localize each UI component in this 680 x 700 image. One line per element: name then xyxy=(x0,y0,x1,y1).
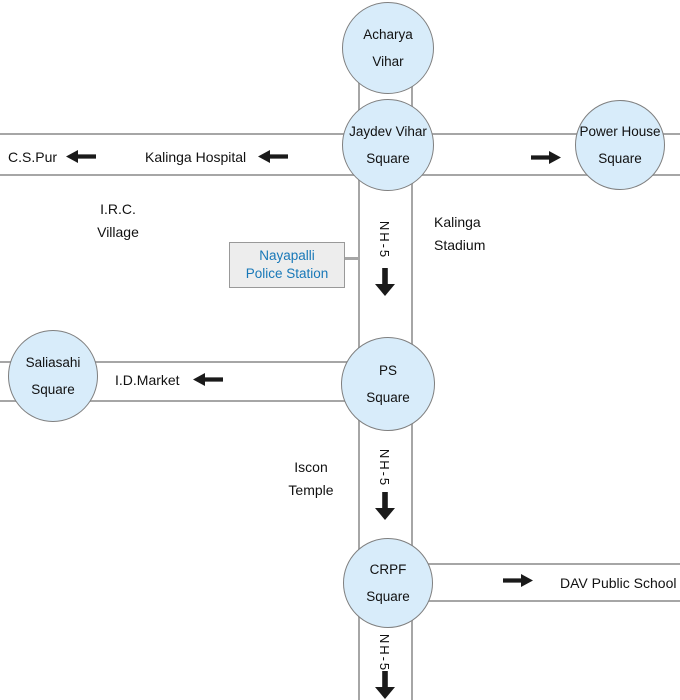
label-cspur: C.S.Pur xyxy=(8,149,58,165)
arrow-left-icon xyxy=(66,150,96,163)
police-station-connector xyxy=(344,257,358,260)
arrow-down-icon xyxy=(375,492,395,520)
arrow-left-icon xyxy=(193,373,223,386)
label-irc-village: I.R.C. Village xyxy=(78,198,158,244)
junction-jaydev-vihar-square: Jaydev Vihar Square xyxy=(342,99,434,191)
arrow-right-icon xyxy=(531,151,561,164)
junction-label: Power House xyxy=(579,124,661,139)
junction-label: Saliasahi xyxy=(25,355,81,370)
arrow-right-icon xyxy=(503,574,533,587)
road-crpf-dav xyxy=(385,563,680,602)
label-id-market: I.D.Market xyxy=(115,372,180,388)
junction-label: PS xyxy=(378,363,397,378)
arrow-down-icon xyxy=(375,268,395,296)
label-line: Temple xyxy=(288,482,334,498)
arrow-left-icon xyxy=(258,150,288,163)
junction-label: Jaydev Vihar xyxy=(349,124,427,139)
nayapalli-police-station-box: Nayapalli Police Station xyxy=(229,242,345,288)
junction-crpf-square: CRPF Square xyxy=(343,538,433,628)
junction-label: Square xyxy=(598,151,642,166)
junction-label: Square xyxy=(366,151,410,166)
label-dav-public-school: DAV Public School xyxy=(560,575,677,591)
label-line: Iscon xyxy=(294,459,328,475)
junction-label: Square xyxy=(31,382,75,397)
label-line: Kalinga xyxy=(434,214,481,230)
arrow-down-icon xyxy=(375,671,395,699)
label-line: Village xyxy=(97,224,139,240)
junction-ps-square: PS Square xyxy=(341,337,435,431)
junction-label: Acharya xyxy=(363,27,413,42)
label-kalinga-stadium: Kalinga Stadium xyxy=(434,211,485,257)
junction-label: CRPF xyxy=(369,562,407,577)
label-nh5-middle: NH-5 xyxy=(377,448,393,488)
label-line: I.R.C. xyxy=(100,201,136,217)
junction-power-house-square: Power House Square xyxy=(575,100,665,190)
label-kalinga-hospital: Kalinga Hospital xyxy=(145,149,247,165)
junction-label: Square xyxy=(366,589,410,604)
junction-label: Vihar xyxy=(372,54,404,69)
junction-acharya-vihar: Acharya Vihar xyxy=(342,2,434,94)
label-line: Stadium xyxy=(434,237,486,253)
junction-label: Square xyxy=(366,390,410,405)
road-jaydev-powerhouse xyxy=(0,133,680,176)
police-station-label-line2: Police Station xyxy=(245,266,329,281)
junction-saliasahi-square: Saliasahi Square xyxy=(8,330,98,422)
label-iscon-temple: Iscon Temple xyxy=(271,456,351,502)
label-nh5-upper: NH-5 xyxy=(377,220,393,260)
police-station-label-line1: Nayapalli xyxy=(259,248,315,263)
